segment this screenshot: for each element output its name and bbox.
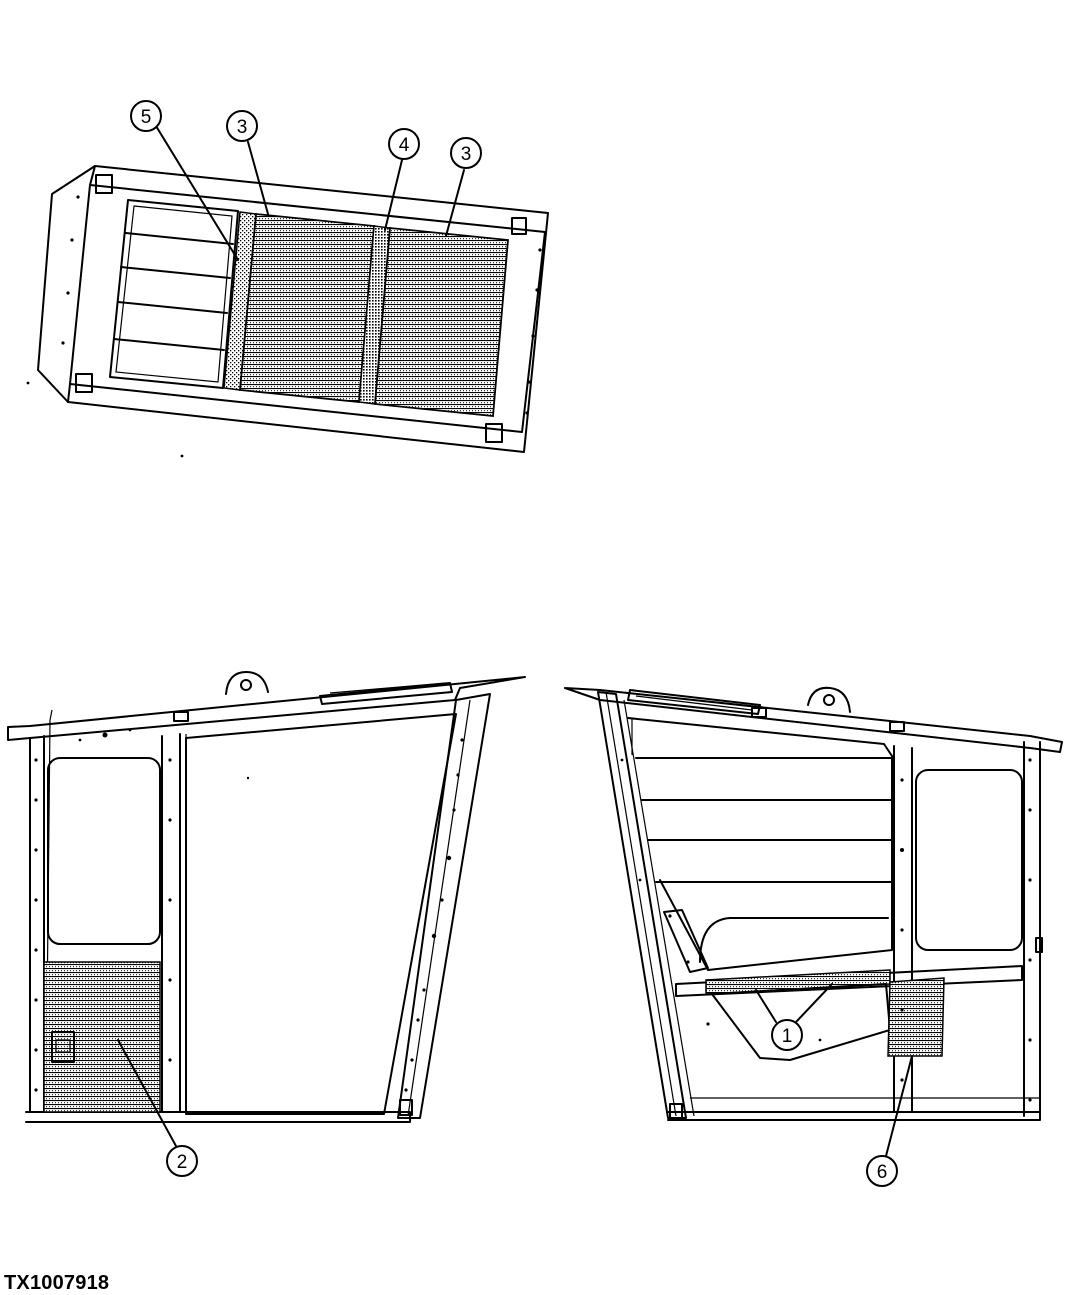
callout-leaders (117, 125, 913, 1157)
callout-1-label: 1 (782, 1026, 793, 1047)
cab-right-side-view (564, 686, 1063, 1121)
callout-5: 5 (130, 100, 162, 132)
callout-2: 2 (166, 1145, 198, 1177)
cab-left-side-view (7, 671, 526, 1123)
callout-3-left-panel: 3 (226, 110, 258, 142)
callout-6: 6 (866, 1155, 898, 1187)
figure-id: TX1007918 (4, 1272, 110, 1294)
callout-4-label: 4 (399, 135, 410, 156)
callout-6-label: 6 (877, 1162, 888, 1183)
callout-5-label: 5 (141, 107, 152, 128)
callout-3-right-panel: 3 (450, 137, 482, 169)
callout-4: 4 (388, 128, 420, 160)
callout-3a-label: 3 (237, 117, 248, 138)
roof-top-view (26, 165, 549, 458)
callout-1: 1 (771, 1019, 803, 1051)
callout-3b-label: 3 (461, 144, 472, 165)
callout-2-label: 2 (177, 1152, 188, 1173)
